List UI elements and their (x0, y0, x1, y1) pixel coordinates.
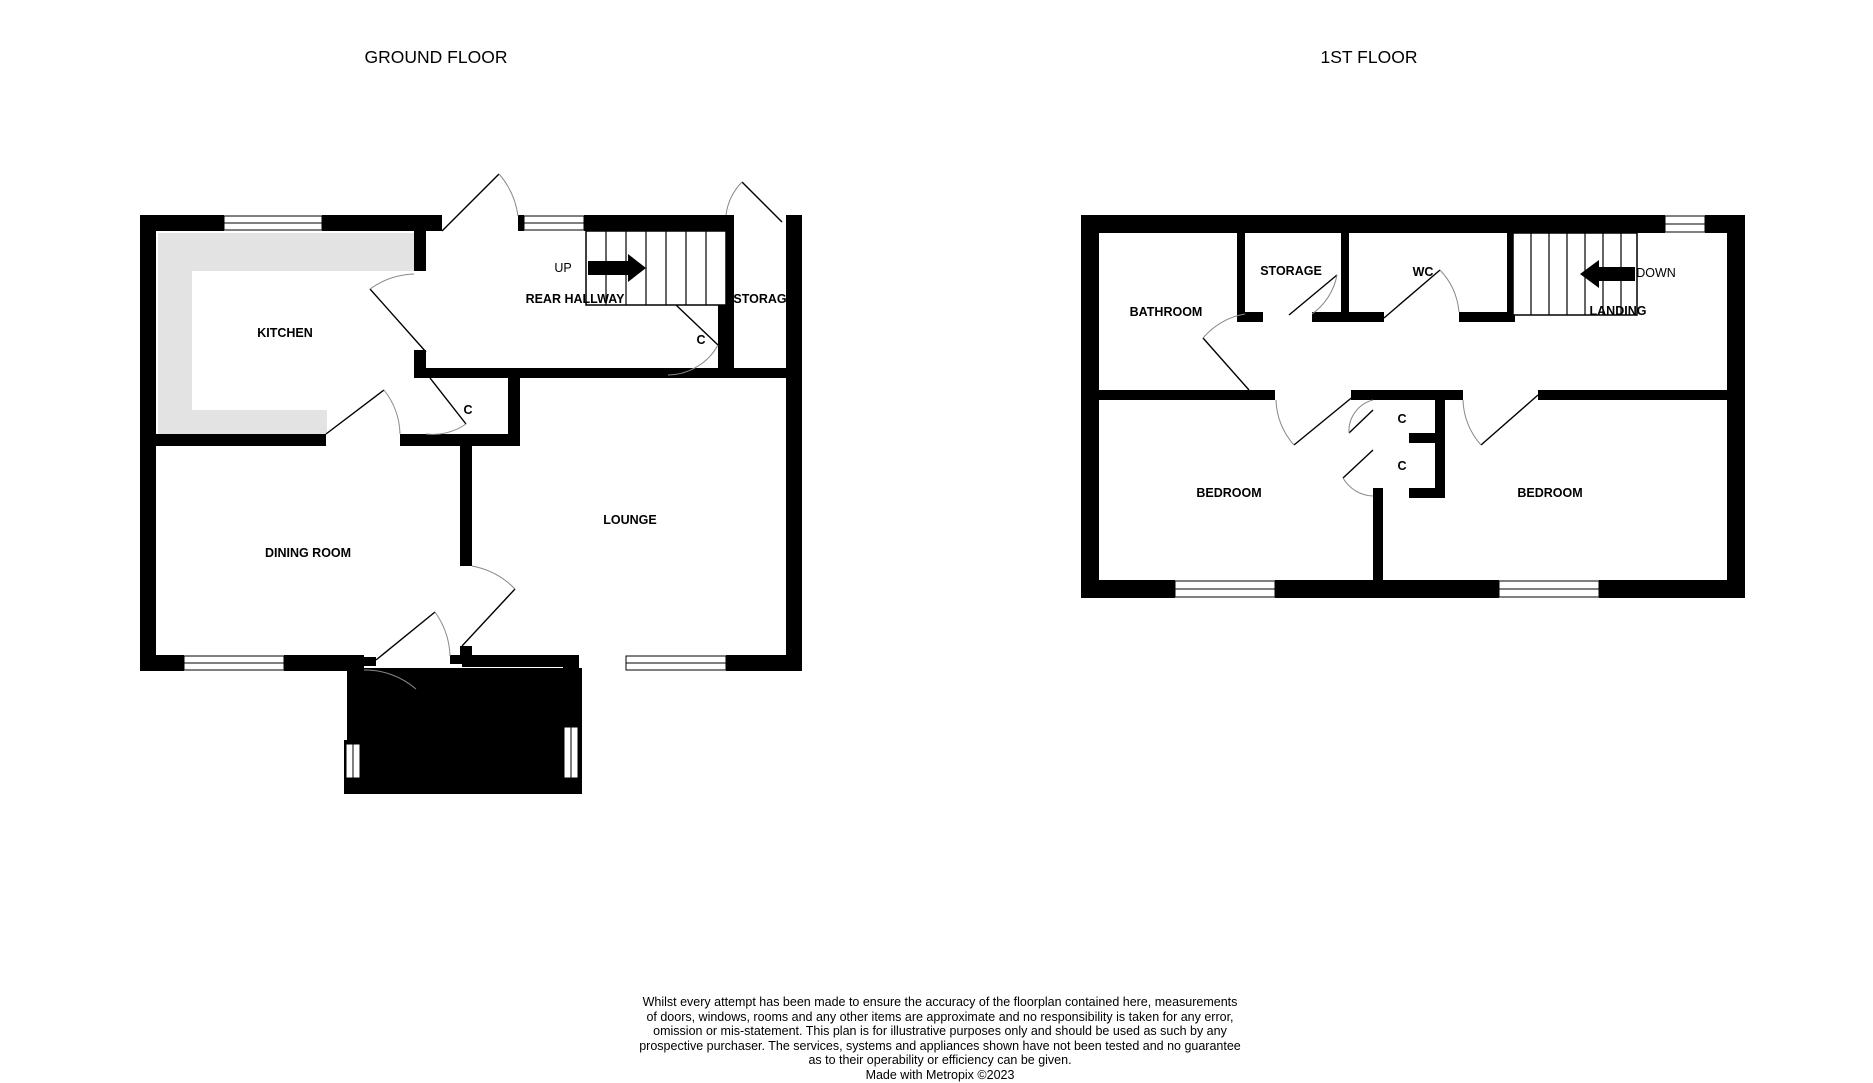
disclaimer-line: omission or mis-statement. This plan is … (653, 1024, 1227, 1039)
first-staircase (1512, 232, 1638, 316)
cupboard-kitchen-label: C (463, 403, 472, 417)
stairs-down-label: DOWN (1636, 266, 1676, 280)
wc-label: WC (1413, 265, 1434, 279)
ground-floor: GROUND FLOOR (140, 47, 802, 794)
credit-line: Made with Metropix ©2023 (865, 1067, 1015, 1082)
first-storage-label: STORAGE (1260, 264, 1322, 278)
first-windows (1174, 215, 1706, 598)
disclaimer-text: Whilst every attempt has been made to en… (560, 995, 1320, 1083)
kitchen-label: KITCHEN (257, 326, 313, 340)
ground-floor-title: GROUND FLOOR (365, 47, 508, 67)
first-doors (1202, 269, 1539, 497)
porch-label: PORCH (440, 719, 485, 733)
kitchen-worktop (158, 233, 418, 434)
rear-hallway-label: REAR HALLWAY (526, 292, 626, 306)
bedroom-left-label: BEDROOM (1196, 486, 1261, 500)
disclaimer-line: as to their operability or efficiency ca… (808, 1053, 1072, 1068)
stairs-up-label: UP (554, 261, 571, 275)
disclaimer-line: prospective purchaser. The services, sys… (639, 1038, 1241, 1053)
stairs-up-arrow-icon (588, 254, 646, 282)
stairs-down-arrow-icon (1580, 260, 1635, 288)
dining-room-label: DINING ROOM (265, 546, 351, 560)
cupboard-upper-label: C (1397, 412, 1406, 426)
cupboard-lower-label: C (1397, 459, 1406, 473)
landing-label: LANDING (1590, 304, 1647, 318)
cupboard-hall-label: C (696, 333, 705, 347)
storage-label: STORAG (733, 292, 786, 306)
ground-windows (183, 215, 727, 779)
first-floor-title: 1ST FLOOR (1321, 47, 1418, 67)
bathroom-label: BATHROOM (1130, 305, 1203, 319)
lounge-label: LOUNGE (603, 513, 656, 527)
ground-staircase (585, 230, 727, 306)
first-walls (1081, 215, 1745, 598)
disclaimer-line: of doors, windows, rooms and any other i… (646, 1009, 1234, 1024)
first-floor: 1ST FLOOR (1081, 47, 1745, 598)
ground-doors (325, 173, 783, 743)
bedroom-right-label: BEDROOM (1517, 486, 1582, 500)
disclaimer-line: Whilst every attempt has been made to en… (642, 995, 1238, 1009)
